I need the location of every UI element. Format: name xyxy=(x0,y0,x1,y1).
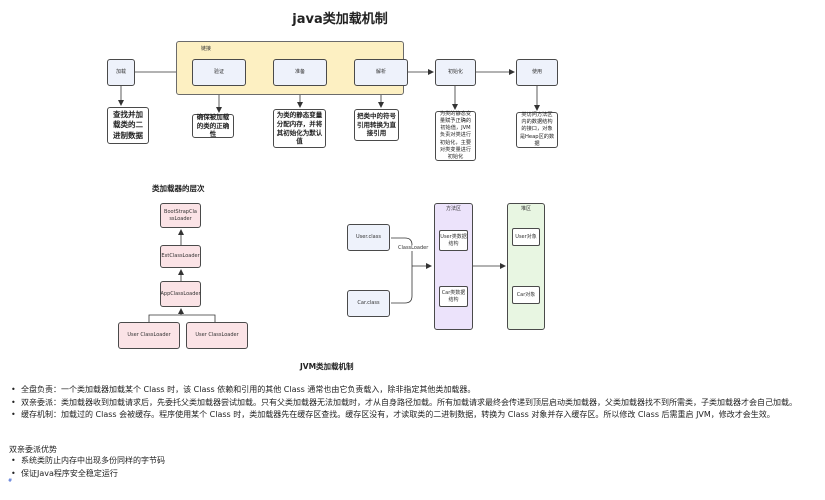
method-area-car-struct: Car类数据结构 xyxy=(439,286,468,307)
method-area-title: 方法区 xyxy=(445,206,461,212)
step-verify: 验证 xyxy=(192,59,246,86)
loader-user-2: User ClassLoader xyxy=(186,322,248,349)
advantage-item: 系统类防止内存中出现多份同样的字节码 xyxy=(9,455,165,468)
step-load: 加载 xyxy=(107,59,135,86)
classloader-label: ClassLoader xyxy=(397,245,430,251)
footer-mark: # xyxy=(8,478,13,484)
page-title: java类加载机制 xyxy=(292,12,388,27)
step-prepare: 准备 xyxy=(273,59,327,86)
loader-ext: ExtClassLoader xyxy=(160,245,201,268)
step-use: 使用 xyxy=(516,59,558,86)
method-area-user-struct: User类数据结构 xyxy=(439,230,468,251)
note-parent-delegation: 双亲委派：类加载器收到加载请求后，先委托父类加载器尝试加载。只有父类加载器无法加… xyxy=(9,397,797,410)
loader-bootstrap: BootStrapClassLoader xyxy=(160,203,201,228)
link-stage-label: 链接 xyxy=(201,46,212,52)
jvm-caption: JVM类加载机制 xyxy=(300,362,354,371)
loader-app: AppClassLoader xyxy=(160,281,201,307)
desc-prepare: 为类的静态变量分配内存，并将其初始化为默认值 xyxy=(273,109,326,148)
desc-initialize: 为类的静态变量赋予正确的初始值，JVM负责对类进行初始化，主要对类变量进行初始化 xyxy=(435,111,476,161)
advantage-item: 保证Java程序安全稳定运行 xyxy=(9,468,165,481)
jvm-classloader-bracket xyxy=(391,237,413,304)
class-file-car: Car.class xyxy=(347,290,390,317)
loader-user-1: User ClassLoader xyxy=(118,322,180,349)
hierarchy-title: 类加载器的层次 xyxy=(152,184,205,193)
desc-load: 查找并加载类的二进制数据 xyxy=(107,107,149,144)
desc-resolve: 把类中的符号引用转换为直接引用 xyxy=(354,109,399,141)
step-resolve: 解析 xyxy=(354,59,408,86)
method-area xyxy=(434,203,473,330)
heap-area xyxy=(507,203,545,330)
mechanism-notes: 全盘负责：一个类加载器加载某个 Class 时，该 Class 依赖和引用的其他… xyxy=(9,384,797,422)
class-file-user: User.class xyxy=(347,224,390,251)
hier-bracket-user-loaders xyxy=(148,314,216,322)
note-cache-mechanism: 缓存机制：加载过的 Class 会被缓存。程序使用某个 Class 时，类加载器… xyxy=(9,409,797,422)
desc-use: 类访问方法区内的数据结构的接口，对象是Heap区的数据 xyxy=(516,112,558,148)
advantages-title: 双亲委派优势 xyxy=(9,445,57,454)
desc-verify: 确保被加载的类的正确性 xyxy=(192,113,234,138)
note-full-responsibility: 全盘负责：一个类加载器加载某个 Class 时，该 Class 依赖和引用的其他… xyxy=(9,384,797,397)
heap-area-title: 堆区 xyxy=(520,206,531,212)
step-initialize: 初始化 xyxy=(435,59,476,86)
heap-car-object: Car对象 xyxy=(512,286,540,304)
advantages-list: 系统类防止内存中出现多份同样的字节码 保证Java程序安全稳定运行 xyxy=(9,455,165,480)
heap-user-object: User对象 xyxy=(512,228,540,246)
